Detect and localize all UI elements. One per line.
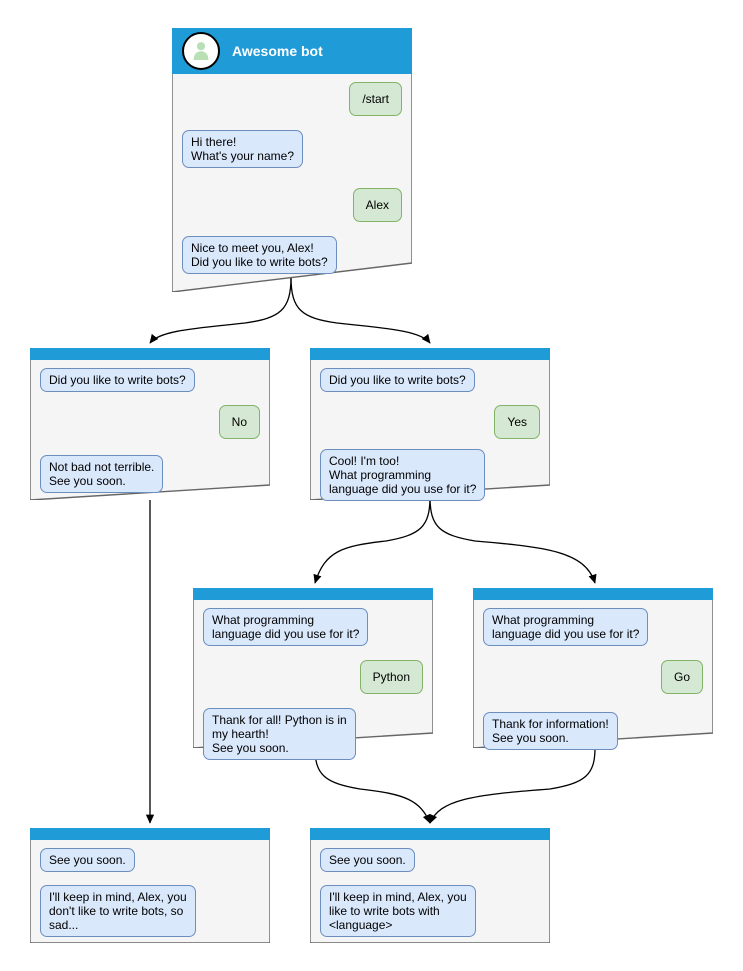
- message-bubble-bot[interactable]: Not bad not terrible. See you soon.: [40, 455, 164, 493]
- message-row: Nice to meet you, Alex! Did you like to …: [182, 236, 402, 274]
- message-bubble-user[interactable]: Python: [359, 660, 423, 694]
- edge-yes-to-python: [313, 496, 431, 584]
- message-row: Thank for information! See you soon.: [483, 712, 703, 750]
- node-start[interactable]: Awesome bot /start Hi there! What's your…: [172, 28, 412, 292]
- person-avatar-icon: [182, 32, 220, 70]
- message-bubble-bot[interactable]: I'll keep in mind, Alex, you don't like …: [40, 885, 196, 937]
- chat-area-python: What programming language did you use fo…: [193, 600, 433, 764]
- node-answer-no[interactable]: Did you like to write bots? No Not bad n…: [30, 348, 270, 500]
- chat-header-bar: [193, 588, 433, 600]
- message-bubble-bot[interactable]: Nice to meet you, Alex! Did you like to …: [182, 236, 337, 274]
- message-row: Thank for all! Python is in my hearth! S…: [203, 708, 423, 760]
- node-language-python[interactable]: What programming language did you use fo…: [193, 588, 433, 760]
- node-language-go-body: What programming language did you use fo…: [473, 588, 713, 750]
- node-start-body: Awesome bot /start Hi there! What's your…: [172, 28, 412, 292]
- message-bubble-bot[interactable]: What programming language did you use fo…: [203, 608, 369, 646]
- message-row: What programming language did you use fo…: [483, 608, 703, 646]
- chat-area-answer-yes: Did you like to write bots? Yes Cool! I'…: [310, 360, 550, 505]
- node-end-likes-bots-body: See you soon. I'll keep in mind, Alex, y…: [310, 828, 550, 943]
- edge-go-to-end: [429, 747, 596, 824]
- message-row: Did you like to write bots?: [40, 368, 260, 392]
- node-end-no-bots-body: See you soon. I'll keep in mind, Alex, y…: [30, 828, 270, 943]
- message-bubble-user[interactable]: Yes: [494, 405, 540, 439]
- message-row: Hi there! What's your name?: [182, 130, 402, 168]
- message-row: I'll keep in mind, Alex, you don't like …: [40, 885, 260, 937]
- chat-header-bar: [30, 348, 270, 360]
- node-answer-yes-body: Did you like to write bots? Yes Cool! I'…: [310, 348, 550, 501]
- edge-yes-to-go: [429, 496, 597, 584]
- chat-area-end-happy: See you soon. I'll keep in mind, Alex, y…: [310, 840, 550, 941]
- message-bubble-user[interactable]: Alex: [352, 188, 402, 222]
- chat-header-bar: [30, 828, 270, 840]
- node-end-no-bots[interactable]: See you soon. I'll keep in mind, Alex, y…: [30, 828, 270, 943]
- node-answer-no-body: Did you like to write bots? No Not bad n…: [30, 348, 270, 500]
- message-row: Cool! I'm too! What programming language…: [320, 449, 540, 501]
- message-bubble-bot[interactable]: Did you like to write bots?: [320, 368, 475, 392]
- message-bubble-user[interactable]: No: [218, 405, 260, 439]
- message-row: See you soon.: [320, 848, 540, 872]
- message-bubble-bot[interactable]: Did you like to write bots?: [40, 368, 195, 392]
- message-bubble-bot[interactable]: Cool! I'm too! What programming language…: [320, 449, 486, 501]
- chat-area-go: What programming language did you use fo…: [473, 600, 713, 754]
- chat-header-bar: [310, 828, 550, 840]
- chat-header-bar: [473, 588, 713, 600]
- node-language-go[interactable]: What programming language did you use fo…: [473, 588, 713, 750]
- node-answer-yes[interactable]: Did you like to write bots? Yes Cool! I'…: [310, 348, 550, 501]
- message-bubble-bot[interactable]: See you soon.: [320, 848, 415, 872]
- message-row: /start: [182, 82, 402, 116]
- message-row: What programming language did you use fo…: [203, 608, 423, 646]
- bot-title: Awesome bot: [232, 43, 323, 59]
- message-bubble-bot[interactable]: See you soon.: [40, 848, 135, 872]
- message-row: Python: [203, 660, 423, 694]
- message-row: Did you like to write bots?: [320, 368, 540, 392]
- message-row: See you soon.: [40, 848, 260, 872]
- chat-area-end-sad: See you soon. I'll keep in mind, Alex, y…: [30, 840, 270, 941]
- message-row: Yes: [320, 405, 540, 439]
- message-row: Go: [483, 660, 703, 694]
- message-bubble-bot[interactable]: Thank for information! See you soon.: [483, 712, 618, 750]
- message-bubble-bot[interactable]: What programming language did you use fo…: [483, 608, 649, 646]
- chat-header-bar: [310, 348, 550, 360]
- message-row: I'll keep in mind, Alex, you like to wri…: [320, 885, 540, 937]
- message-bubble-bot[interactable]: Hi there! What's your name?: [182, 130, 304, 168]
- node-end-likes-bots[interactable]: See you soon. I'll keep in mind, Alex, y…: [310, 828, 550, 943]
- message-row: No: [40, 405, 260, 439]
- message-bubble-bot[interactable]: I'll keep in mind, Alex, you like to wri…: [320, 885, 476, 937]
- message-row: Not bad not terrible. See you soon.: [40, 455, 260, 493]
- message-bubble-bot[interactable]: Thank for all! Python is in my hearth! S…: [203, 708, 356, 760]
- chat-header-bar: Awesome bot: [172, 28, 412, 74]
- message-bubble-user[interactable]: /start: [349, 82, 402, 116]
- chat-area-start: /start Hi there! What's your name? Alex …: [172, 74, 412, 278]
- message-row: Alex: [182, 188, 402, 222]
- node-language-python-body: What programming language did you use fo…: [193, 588, 433, 760]
- chat-area-answer-no: Did you like to write bots? No Not bad n…: [30, 360, 270, 497]
- message-bubble-user[interactable]: Go: [660, 660, 703, 694]
